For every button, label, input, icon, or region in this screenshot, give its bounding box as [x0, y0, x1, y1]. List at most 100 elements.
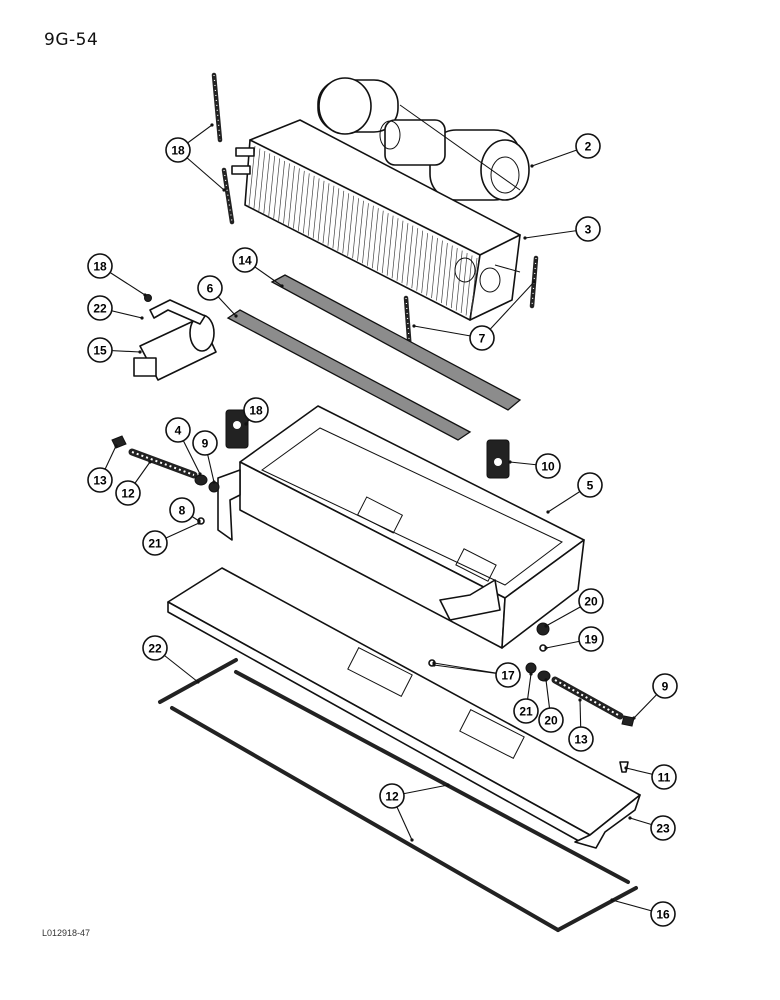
callout-circle-9 [652, 673, 678, 699]
callout-arrow-4 [198, 472, 202, 476]
callout-arrow-2 [530, 164, 534, 168]
callout-label-20: 20 [544, 714, 558, 728]
callout-circle-19 [578, 626, 604, 652]
callout-arrow-14 [280, 284, 284, 288]
callout-label-22: 22 [148, 642, 162, 656]
callout-circle-4 [165, 417, 191, 443]
callout-arrow-18 [210, 123, 214, 127]
callout-arrow-9 [212, 480, 216, 484]
callout-arrow-18 [222, 188, 226, 192]
callout-circle-2 [575, 133, 601, 159]
callout-circle-17 [495, 662, 521, 688]
callout-circle-22 [142, 635, 168, 661]
callout-label-6: 6 [207, 282, 214, 296]
receiver-drier [133, 294, 217, 381]
gasket-strips [158, 658, 638, 932]
callouts: 2318182215146718491312105821201922172120… [87, 123, 678, 927]
callout-label-18: 18 [171, 144, 185, 158]
callout-label-20: 20 [584, 595, 598, 609]
callout-arrow-12 [410, 838, 414, 842]
callout-circle-6 [197, 275, 223, 301]
foam-strips [226, 274, 522, 441]
callout-label-21: 21 [519, 705, 533, 719]
callout-arrow-23 [628, 816, 632, 820]
callout-label-22: 22 [93, 302, 107, 316]
callout-arrow-19 [544, 646, 548, 650]
callout-label-12: 12 [385, 790, 399, 804]
callout-circle-13 [568, 726, 594, 752]
callout-circle-5 [577, 472, 603, 498]
callout-arrow-7 [532, 280, 536, 284]
callout-circle-13 [87, 467, 113, 493]
callout-circle-16 [650, 901, 676, 927]
callout-label-10: 10 [541, 460, 555, 474]
callout-label-14: 14 [238, 254, 252, 268]
callout-circle-15 [87, 337, 113, 363]
callout-label-4: 4 [175, 424, 182, 438]
callout-label-23: 23 [656, 822, 670, 836]
callout-arrow-16 [610, 898, 614, 902]
callout-arrow-9 [632, 716, 636, 720]
cover-panel [167, 567, 641, 849]
callout-arrow-10 [508, 460, 512, 464]
callout-arrow-13 [578, 698, 582, 702]
callout-circle-8 [169, 497, 195, 523]
callout-label-3: 3 [585, 223, 592, 237]
callout-circle-20 [578, 588, 604, 614]
callout-arrow-22 [196, 680, 200, 684]
callout-circle-11 [651, 764, 677, 790]
callout-label-18: 18 [249, 404, 263, 418]
callout-arrow-6 [234, 314, 238, 318]
callout-arrow-22 [140, 316, 144, 320]
page-number: 9G-54 [44, 30, 99, 50]
callout-circle-18 [243, 397, 269, 423]
blower-assembly [317, 77, 530, 201]
callout-circle-3 [575, 216, 601, 242]
callout-label-16: 16 [656, 908, 670, 922]
callout-circle-9 [192, 430, 218, 456]
callout-label-9: 9 [202, 437, 209, 451]
callout-arrow-12 [148, 460, 152, 464]
callout-arrow-18 [244, 422, 248, 426]
callout-label-11: 11 [658, 771, 671, 785]
callout-label-8: 8 [179, 504, 186, 518]
callout-label-21: 21 [148, 537, 162, 551]
callout-arrow-7 [412, 324, 416, 328]
callout-circle-18 [165, 137, 191, 163]
callout-arrow-21 [529, 672, 533, 676]
callout-arrow-20 [544, 624, 548, 628]
callout-label-12: 12 [121, 487, 135, 501]
callout-label-5: 5 [587, 479, 594, 493]
callout-label-19: 19 [584, 633, 598, 647]
callout-arrow-17 [432, 663, 436, 667]
callout-arrow-5 [546, 510, 550, 514]
callout-circle-10 [535, 453, 561, 479]
callout-arrow-12 [446, 783, 450, 787]
callout-arrow-11 [624, 766, 628, 770]
callout-arrow-3 [523, 236, 527, 240]
callout-arrow-21 [197, 521, 201, 525]
image-reference: L012918-47 [42, 928, 91, 938]
callout-arrow-20 [544, 678, 548, 682]
drain-tray [217, 405, 585, 649]
callout-label-13: 13 [93, 474, 107, 488]
callout-circle-22 [87, 295, 113, 321]
callout-circle-14 [232, 247, 258, 273]
callout-circle-12 [115, 480, 141, 506]
callout-circle-18 [87, 253, 113, 279]
callout-circle-23 [650, 815, 676, 841]
callout-label-9: 9 [662, 680, 669, 694]
callout-circle-12 [379, 783, 405, 809]
callout-label-13: 13 [574, 733, 588, 747]
callout-label-15: 15 [93, 344, 107, 358]
callout-circle-21 [513, 698, 539, 724]
callout-circle-7 [469, 325, 495, 351]
callout-label-17: 17 [501, 669, 515, 683]
callout-arrow-15 [138, 350, 142, 354]
callout-label-2: 2 [585, 140, 592, 154]
callout-arrow-18 [143, 293, 147, 297]
callout-circle-20 [538, 707, 564, 733]
mounting-blocks [225, 409, 510, 479]
